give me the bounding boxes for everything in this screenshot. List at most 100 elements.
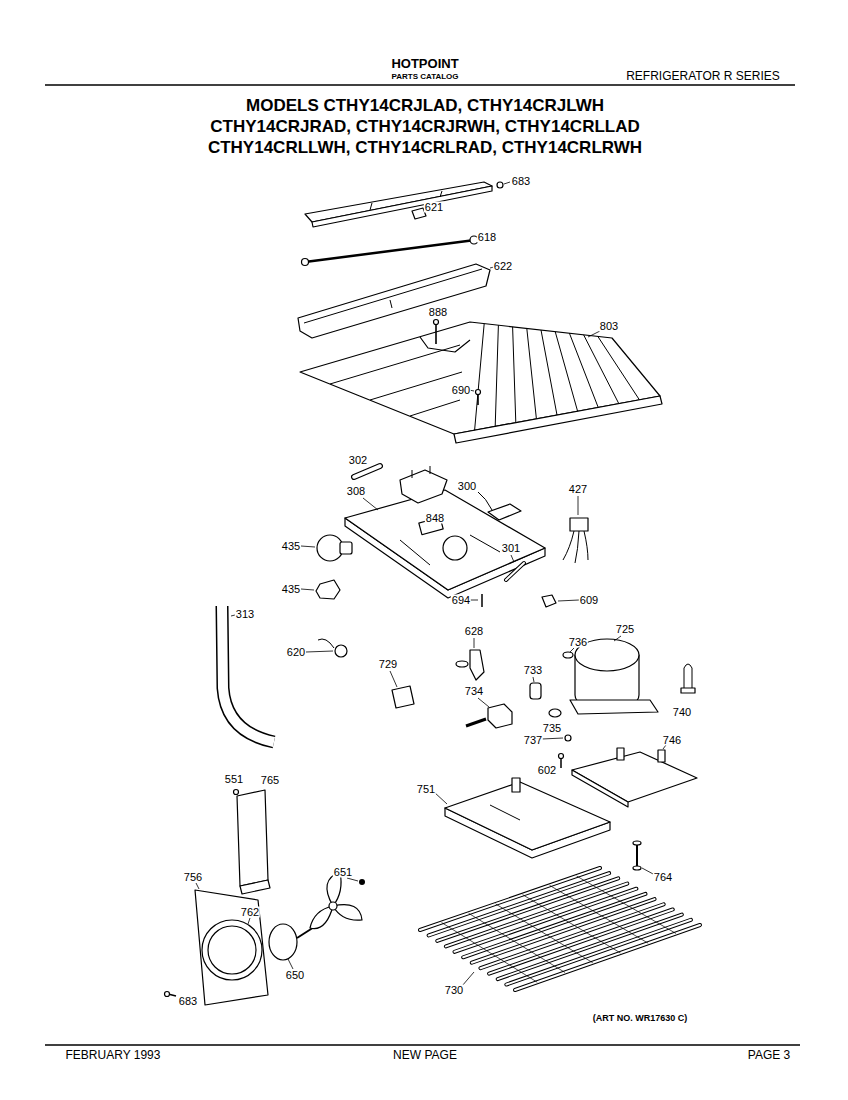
callout-number: 435	[281, 541, 301, 552]
fan-assembly	[196, 883, 199, 889]
control-housing	[412, 470, 413, 478]
fan-assembly	[269, 924, 297, 960]
callout-number: 736	[568, 637, 588, 648]
top-bracket	[305, 182, 492, 222]
callout-number: 765	[260, 775, 280, 786]
callout-number: 740	[672, 707, 692, 718]
compressor-group	[633, 866, 641, 870]
compressor-group	[488, 704, 512, 728]
control-housing	[400, 470, 447, 503]
fan-assembly	[347, 878, 358, 881]
control-housing	[301, 589, 314, 590]
fan-assembly	[310, 906, 333, 929]
models-heading: MODELS CTHY14CRJLAD, CTHY14CRJLWH CTHY14…	[175, 95, 675, 158]
callout-number: 302	[348, 455, 368, 466]
freezer-shelf	[300, 322, 660, 434]
compressor-group	[563, 652, 573, 658]
top-bracket	[504, 182, 510, 184]
control-housing	[470, 535, 500, 552]
condenser-coil	[506, 920, 691, 985]
compressor-group	[614, 636, 621, 641]
top-bracket	[305, 182, 510, 227]
fan-assembly	[329, 902, 337, 910]
heater-rod	[302, 259, 309, 266]
page-rule	[45, 84, 795, 86]
condenser-coil	[506, 920, 691, 985]
catalog-name: PARTS CATALOG	[390, 73, 459, 81]
callout-number: 620	[286, 647, 306, 658]
callout-number: 762	[240, 907, 260, 918]
control-housing	[340, 542, 352, 554]
compressor-group	[392, 686, 414, 708]
page-number: PAGE 3	[747, 1049, 791, 1061]
compressor-group	[490, 805, 520, 820]
control-housing	[578, 496, 579, 515]
top-bracket	[440, 191, 442, 197]
callout-number: 888	[428, 307, 448, 318]
top-bracket	[497, 182, 503, 188]
compressor-group	[542, 738, 563, 739]
heater-rod	[302, 236, 481, 266]
control-housing	[430, 466, 431, 474]
freezer-shelf	[476, 390, 481, 395]
freezer-shelf	[475, 324, 485, 431]
top-bracket	[370, 203, 372, 210]
condenser-coil	[498, 915, 682, 979]
compressor-group	[572, 752, 697, 802]
control-housing	[506, 563, 524, 580]
callout-number: 308	[346, 486, 366, 497]
control-housing	[570, 518, 588, 531]
condenser-coil	[496, 904, 593, 963]
callout-number: 690	[451, 385, 471, 396]
compressor-group	[306, 636, 697, 875]
control-housing	[316, 580, 340, 599]
callout-number: 300	[457, 481, 477, 492]
condenser-coil	[442, 923, 538, 983]
control-housing	[575, 531, 579, 563]
compressor-group	[572, 770, 628, 807]
control-housing	[363, 498, 378, 510]
condenser-coil	[498, 915, 682, 979]
page-rule	[45, 1044, 800, 1046]
freezer-shelf	[435, 322, 437, 344]
compressor-group	[570, 700, 658, 714]
compressor-group	[445, 782, 610, 850]
control-housing	[470, 600, 478, 601]
art-number: (ART NO. WR17630 C)	[592, 1014, 689, 1023]
condenser-coil	[523, 895, 621, 953]
freezer-shelf	[513, 327, 516, 423]
freezer-shelf	[527, 328, 537, 418]
callout-number: 427	[568, 484, 588, 495]
compressor-group	[565, 735, 571, 741]
compressor-group	[478, 698, 489, 707]
control-housing	[584, 531, 588, 560]
fan-assembly	[195, 890, 268, 1005]
compressor-group	[533, 677, 534, 682]
drain-tube	[222, 606, 274, 742]
compressor-group	[570, 648, 574, 652]
compressor-group	[466, 719, 486, 726]
compressor-group	[335, 645, 347, 657]
condenser-coil	[420, 868, 700, 990]
callout-number: 729	[378, 659, 398, 670]
fan-assembly	[208, 926, 256, 974]
freezer-shelf	[454, 396, 662, 443]
control-housing	[481, 594, 483, 607]
callout-number: 734	[464, 686, 484, 697]
freezer-shelf	[588, 331, 600, 337]
page-rule	[45, 85, 800, 1045]
control-housing	[443, 536, 467, 560]
callout-number: 650	[285, 970, 305, 981]
callout-number: 730	[444, 985, 464, 996]
callout-number: 602	[537, 765, 557, 776]
callout-number: 694	[451, 595, 471, 606]
callout-number: 651	[333, 867, 353, 878]
callout-number: 764	[653, 872, 673, 883]
control-housing	[400, 540, 430, 565]
control-housing	[506, 563, 524, 580]
control-housing	[511, 555, 514, 562]
date: FEBRUARY 1993	[65, 1049, 162, 1061]
callout-number: 733	[523, 665, 543, 676]
compressor-group	[663, 745, 666, 749]
control-housing	[354, 466, 380, 477]
